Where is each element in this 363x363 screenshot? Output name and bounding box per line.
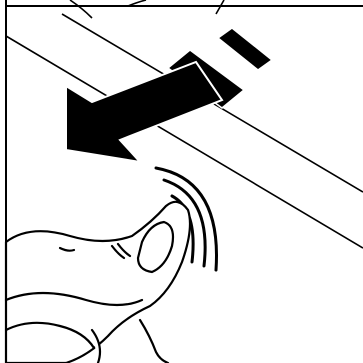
hand-icon xyxy=(6,202,190,363)
top-rays xyxy=(70,0,224,18)
swipe-left-arrow-icon xyxy=(66,62,222,162)
trail-dash-1 xyxy=(218,28,272,70)
